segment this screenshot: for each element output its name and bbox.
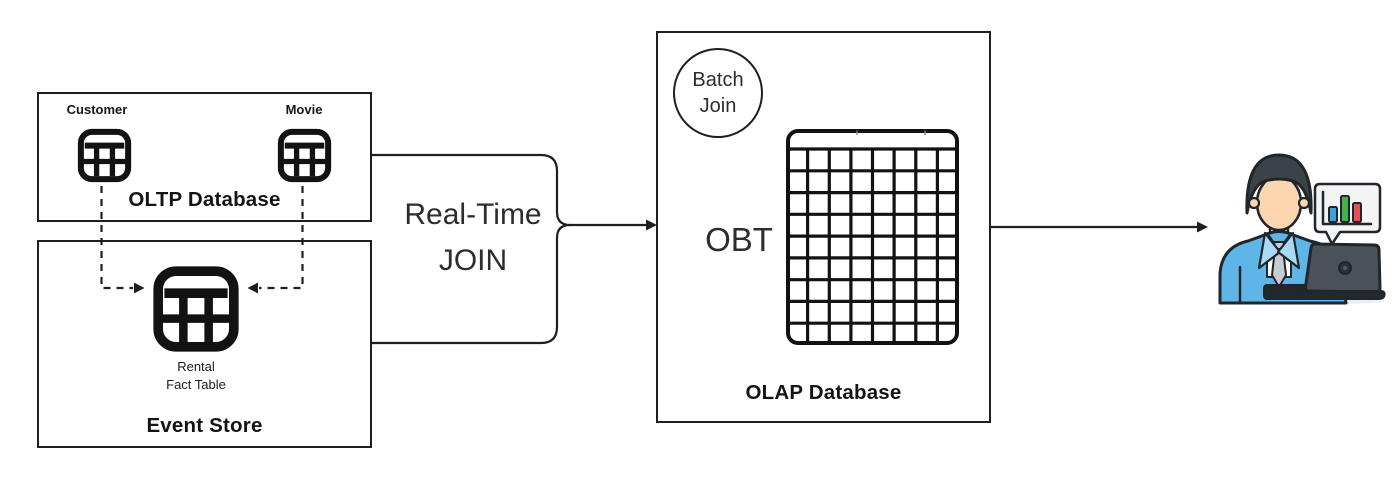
movie-table-label: Movie <box>285 102 323 117</box>
grid-tick-marks <box>856 130 926 135</box>
fact-table-icon <box>153 266 239 352</box>
obt-label: OBT <box>705 221 773 258</box>
customer-table-label: Customer <box>66 102 128 117</box>
chart-speech-bubble <box>1313 182 1382 246</box>
oltp-database-box: Customer Movie OLTP Database <box>37 92 372 222</box>
laptop-icon <box>1263 242 1386 300</box>
oltp-box-title: OLTP Database <box>128 188 281 211</box>
fact-table-label-line1: Rental <box>177 359 215 374</box>
event-store-box: Rental Fact Table Event Store <box>37 240 372 448</box>
laptop-base <box>1294 290 1386 300</box>
analyst-with-laptop-icon <box>1218 153 1386 305</box>
realtime-join-label: Real-Time JOIN <box>391 192 555 284</box>
obt-grid <box>786 129 959 345</box>
fact-table-label-line2: Fact Table <box>166 377 226 392</box>
table-icon <box>77 128 132 183</box>
arrowhead-icon <box>1197 221 1208 233</box>
realtime-join-line1: Real-Time <box>404 198 542 231</box>
analyst-face <box>1255 174 1303 232</box>
grid-lines <box>788 147 957 341</box>
bar-chart-icon <box>1321 190 1373 226</box>
olap-box-title: OLAP Database <box>745 381 902 404</box>
table-icon <box>277 128 332 183</box>
batch-join-line2: Join <box>699 95 737 117</box>
batch-join-circle: Batch Join <box>673 48 763 138</box>
batch-join-line1: Batch <box>692 69 744 91</box>
realtime-join-line2: JOIN <box>438 244 508 277</box>
olap-database-box: Batch Join OBT OLAP Database <box>656 31 991 423</box>
event-store-box-title: Event Store <box>146 414 263 437</box>
